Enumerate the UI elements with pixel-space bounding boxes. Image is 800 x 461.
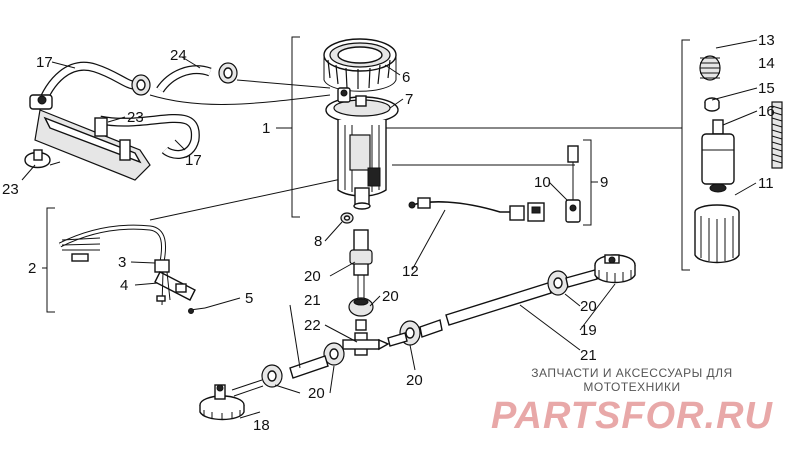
callout-19: 19 [580, 322, 597, 339]
strainer-11 [694, 204, 740, 264]
lower-left-line [231, 342, 345, 397]
callout-2: 2 [28, 260, 36, 277]
callout-6: 6 [402, 69, 410, 86]
pickup-tube [348, 229, 374, 331]
callout-20: 20 [580, 298, 597, 315]
bracket-2 [42, 207, 55, 313]
filter-18 [199, 384, 245, 421]
callout-7: 7 [405, 91, 413, 108]
callout-9: 9 [600, 174, 608, 191]
clamp-24 [131, 62, 331, 96]
callout-12: 12 [402, 263, 419, 280]
cap-15 [704, 97, 720, 112]
sender-wire-12 [408, 197, 545, 222]
callout-23: 23 [2, 181, 19, 198]
bracket-1 [276, 36, 300, 218]
bracket-9 [583, 139, 598, 226]
callout-8: 8 [314, 233, 322, 250]
callout-3: 3 [118, 254, 126, 271]
watermark-caption: ЗАПЧАСТИ И АКСЕССУАРЫ ДЛЯ МОТОТЕХНИКИ [531, 366, 733, 394]
callout-13: 13 [758, 32, 775, 49]
callout-20: 20 [308, 385, 325, 402]
callout-1: 1 [262, 120, 270, 137]
callout-labels: 17 24 23 17 23 1 2 3 4 5 6 7 8 9 10 12 1… [2, 32, 775, 434]
callout-20: 20 [406, 372, 423, 389]
callout-15: 15 [758, 80, 775, 97]
callout-23: 23 [127, 109, 144, 126]
seal-8 [340, 212, 354, 224]
long-tube-21 [387, 269, 598, 347]
fuel-rail-assembly [24, 94, 151, 181]
callout-10: 10 [534, 174, 551, 191]
callout-20: 20 [304, 268, 321, 285]
callout-17: 17 [185, 152, 202, 169]
callout-14: 14 [758, 55, 775, 72]
leader-harness-to-pump [149, 174, 361, 221]
bracket-right-group [681, 39, 690, 271]
lock-ring-6 [323, 38, 397, 92]
pump-flange-7 [325, 87, 399, 124]
level-sender-10 [565, 145, 581, 223]
callout-21: 21 [304, 292, 321, 309]
callout-20: 20 [382, 288, 399, 305]
callout-4: 4 [120, 277, 128, 294]
callout-24: 24 [170, 47, 187, 64]
callout-11: 11 [758, 175, 774, 192]
callout-22: 22 [304, 317, 321, 334]
spring-13 [699, 55, 721, 81]
pump-motor-16 [701, 119, 735, 193]
wiring-harness [58, 224, 206, 314]
callout-17: 17 [36, 54, 53, 71]
leader-lines [21, 39, 758, 419]
callout-5: 5 [245, 290, 253, 307]
watermark: ЗАПЧАСТИ И АКСЕССУАРЫ ДЛЯ МОТОТЕХНИКИ PA… [482, 366, 782, 438]
watermark-logo: PARTSFOR.RU [491, 395, 773, 437]
hose-17 [35, 61, 331, 159]
callout-16: 16 [758, 103, 775, 120]
filter-19 [594, 254, 636, 284]
callout-18: 18 [253, 417, 270, 434]
spring-14 [771, 101, 783, 169]
tee-fitting-22 [342, 332, 390, 356]
pump-body-1 [337, 120, 387, 210]
callout-21: 21 [580, 347, 597, 364]
